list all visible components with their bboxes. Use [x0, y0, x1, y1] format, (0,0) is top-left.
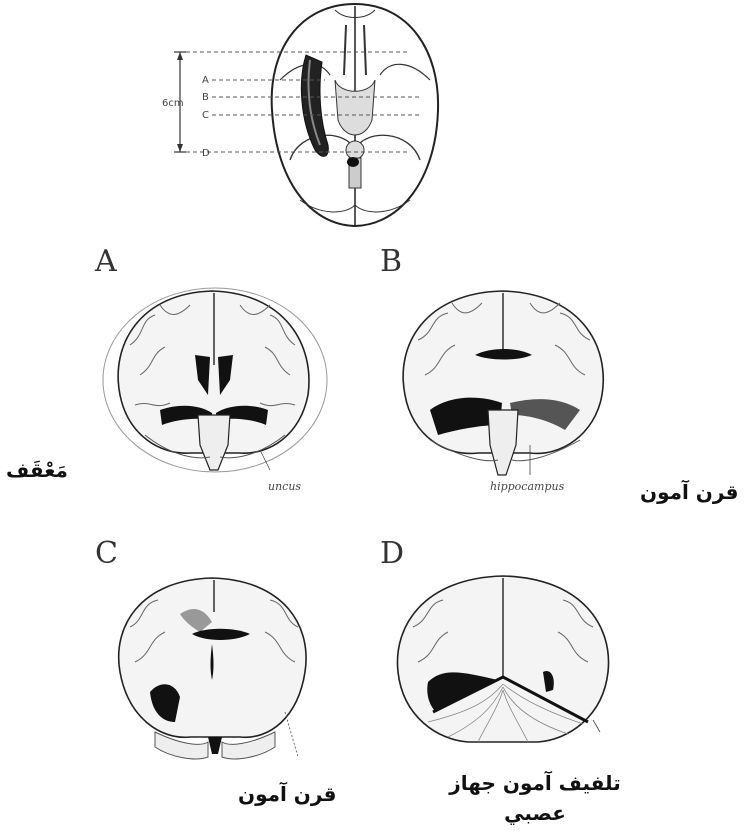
marker-a: A [202, 75, 209, 86]
caption-hippocampus: hippocampus [490, 480, 564, 493]
caption-uncus: uncus [268, 480, 301, 493]
panel-letter-c: C [95, 536, 118, 571]
label-left-middle: مَعْقَف [6, 458, 68, 482]
coronal-section-d [388, 572, 618, 772]
label-right-middle: قرن آمون [640, 480, 738, 504]
panel-letter-a: A [95, 244, 117, 279]
label-bottom-left: قرن آمون [238, 782, 336, 806]
label-bottom-right: تلفيف آمون جهاز عصبي [440, 768, 630, 828]
scale-label: 6cm [162, 98, 184, 109]
top-brain-view: 6cm A B C D [150, 0, 450, 235]
marker-d: D [202, 148, 210, 159]
marker-b: B [202, 92, 209, 103]
marker-c: C [202, 110, 209, 121]
coronal-section-a [100, 285, 330, 485]
coronal-section-c [100, 572, 330, 772]
coronal-section-b [390, 285, 620, 485]
panel-letter-b: B [380, 244, 402, 279]
panel-letter-d: D [380, 536, 404, 571]
